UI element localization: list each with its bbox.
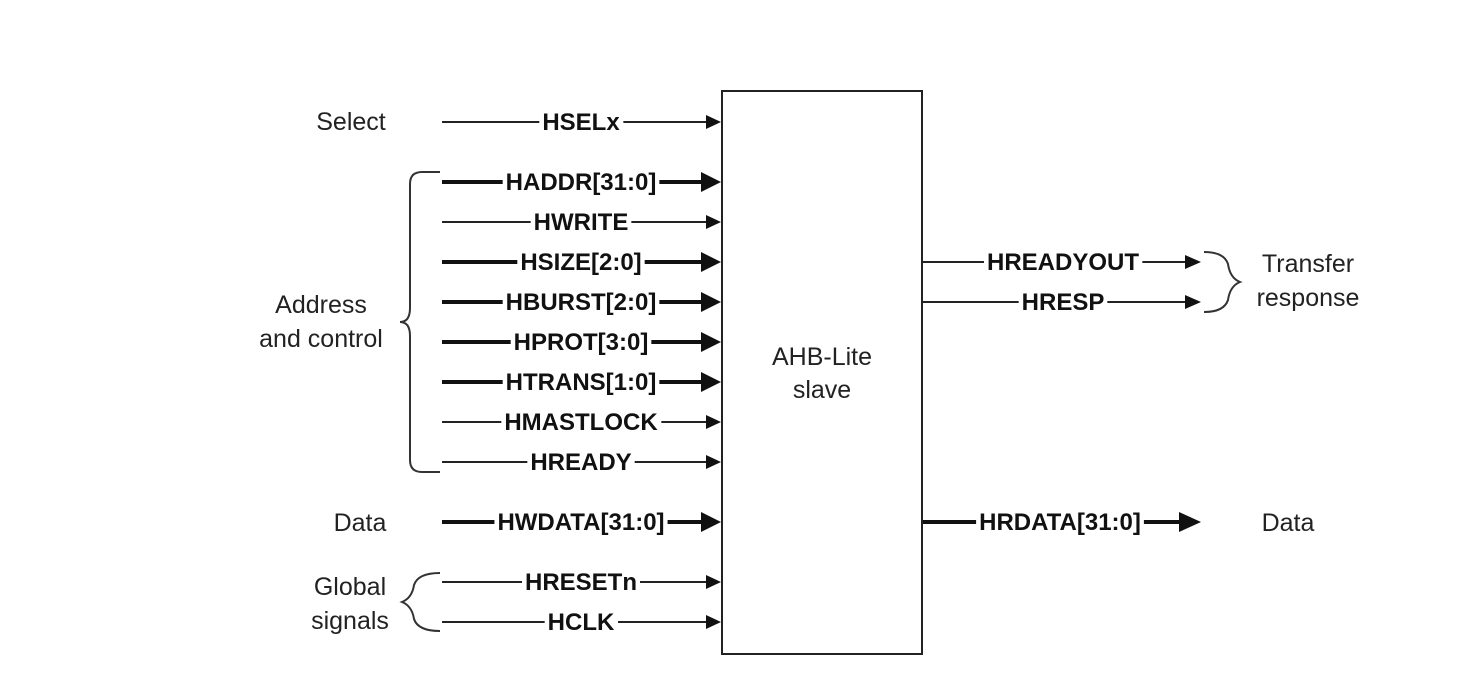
group-label-select: Select — [316, 108, 386, 136]
input-hburst-2-0-label: HBURST[2:0] — [506, 289, 657, 316]
input-hwdata-31-0-label: HWDATA[31:0] — [497, 509, 664, 536]
input-hready-arrow — [706, 455, 721, 469]
group-label-data-out: Data — [1262, 509, 1315, 537]
group-label-transfer-line1: Transfer — [1262, 250, 1354, 278]
input-hprot-3-0-label-bg — [510, 329, 652, 356]
group-label-address-line2: and control — [259, 325, 383, 353]
output-hrdata-31-0-label-bg — [976, 509, 1144, 536]
group-label-data-in: Data — [334, 509, 387, 537]
input-hprot-3-0-arrow — [701, 332, 721, 352]
group-label-global-line2: signals — [311, 607, 389, 635]
global-signals-brace — [399, 572, 441, 632]
input-hwdata-31-0-arrow — [701, 512, 721, 532]
input-hresetn-arrow — [706, 575, 721, 589]
input-hsize-2-0-label: HSIZE[2:0] — [520, 249, 641, 276]
input-hready-label-bg — [527, 449, 635, 476]
input-htrans-1-0-arrow — [701, 372, 721, 392]
output-hresp-label: HRESP — [1022, 289, 1105, 316]
input-hselx-label-bg — [539, 109, 624, 136]
address-control-brace — [399, 171, 440, 473]
input-hready-label: HREADY — [530, 449, 631, 476]
output-signals: HREADYOUT HRESP HRDATA[31:0] — [923, 249, 1201, 536]
input-hmastlock-label: HMASTLOCK — [504, 409, 658, 436]
output-hrdata-31-0-label: HRDATA[31:0] — [979, 509, 1141, 536]
input-hwrite-arrow — [706, 215, 721, 229]
input-hresetn-label: HRESETn — [525, 569, 637, 596]
output-hreadyout-label: HREADYOUT — [987, 249, 1139, 276]
transfer-response-brace — [1203, 251, 1243, 313]
group-label-transfer-line2: response — [1257, 284, 1360, 312]
input-hsize-2-0-arrow — [701, 252, 721, 272]
output-hresp-arrow — [1185, 295, 1201, 309]
input-hsize-2-0-label-bg — [517, 249, 645, 276]
output-hreadyout-label-bg — [983, 249, 1143, 276]
input-hclk-arrow — [706, 615, 721, 629]
input-haddr-31-0-label-bg — [502, 169, 660, 196]
slave-block — [721, 90, 923, 655]
input-hclk-label-bg — [544, 609, 618, 636]
input-hprot-3-0-label: HPROT[3:0] — [514, 329, 649, 356]
input-hwrite-label: HWRITE — [534, 209, 629, 236]
output-hrdata-31-0-arrow — [1179, 512, 1201, 532]
output-hreadyout-arrow — [1185, 255, 1201, 269]
input-hwdata-31-0-label-bg — [494, 509, 668, 536]
block-title-line1: AHB-Lite — [772, 343, 872, 371]
group-label-address-line1: Address — [275, 291, 367, 319]
input-hselx-arrow — [706, 115, 721, 129]
input-hselx-label: HSELx — [542, 109, 620, 136]
input-htrans-1-0-label: HTRANS[1:0] — [506, 369, 657, 396]
input-haddr-31-0-label: HADDR[31:0] — [506, 169, 657, 196]
input-hclk-label: HCLK — [548, 609, 615, 636]
input-hburst-2-0-label-bg — [502, 289, 660, 316]
input-hmastlock-label-bg — [501, 409, 662, 436]
block-title-line2: slave — [793, 376, 851, 404]
output-hresp-label-bg — [1018, 289, 1108, 316]
input-hwrite-label-bg — [530, 209, 632, 236]
group-label-global-line1: Global — [314, 573, 386, 601]
input-htrans-1-0-label-bg — [502, 369, 660, 396]
input-hmastlock-arrow — [706, 415, 721, 429]
input-haddr-31-0-arrow — [701, 172, 721, 192]
input-hburst-2-0-arrow — [701, 292, 721, 312]
input-hresetn-label-bg — [521, 569, 641, 596]
